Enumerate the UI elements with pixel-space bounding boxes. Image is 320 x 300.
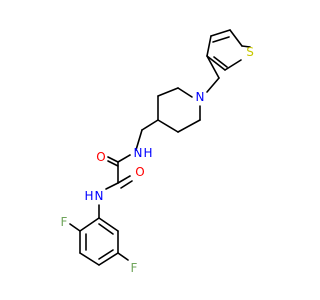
oxalamide-core — [105, 154, 133, 190]
fluorine-meta: F — [131, 261, 138, 275]
carbonyl-oxygen-lower: O — [135, 165, 144, 179]
amide-nitrogen-upper: N — [134, 146, 143, 160]
methylene-linker-amide — [135, 119, 159, 151]
fluorine-bonds — [69, 223, 129, 261]
molecule-canvas: S N N H O O N H F F — [0, 0, 300, 300]
molecule-structure: S N N H O O N H F F — [0, 0, 300, 300]
amide-hydrogen-upper: H — [143, 146, 152, 160]
difluorophenyl-ring — [79, 217, 119, 266]
background — [0, 0, 300, 300]
piperidine-nitrogen: N — [196, 90, 205, 104]
fluorine-ortho: F — [61, 215, 68, 229]
thiophene-ring — [206, 29, 251, 71]
amide-hydrogen-lower: H — [84, 189, 93, 203]
sulfur-atom: S — [246, 45, 254, 59]
amide-nitrogen-lower: N — [95, 189, 104, 203]
piperidine-ring — [157, 87, 201, 133]
carbonyl-oxygen-upper: O — [96, 150, 105, 164]
methylene-linker-thienyl — [206, 55, 220, 93]
